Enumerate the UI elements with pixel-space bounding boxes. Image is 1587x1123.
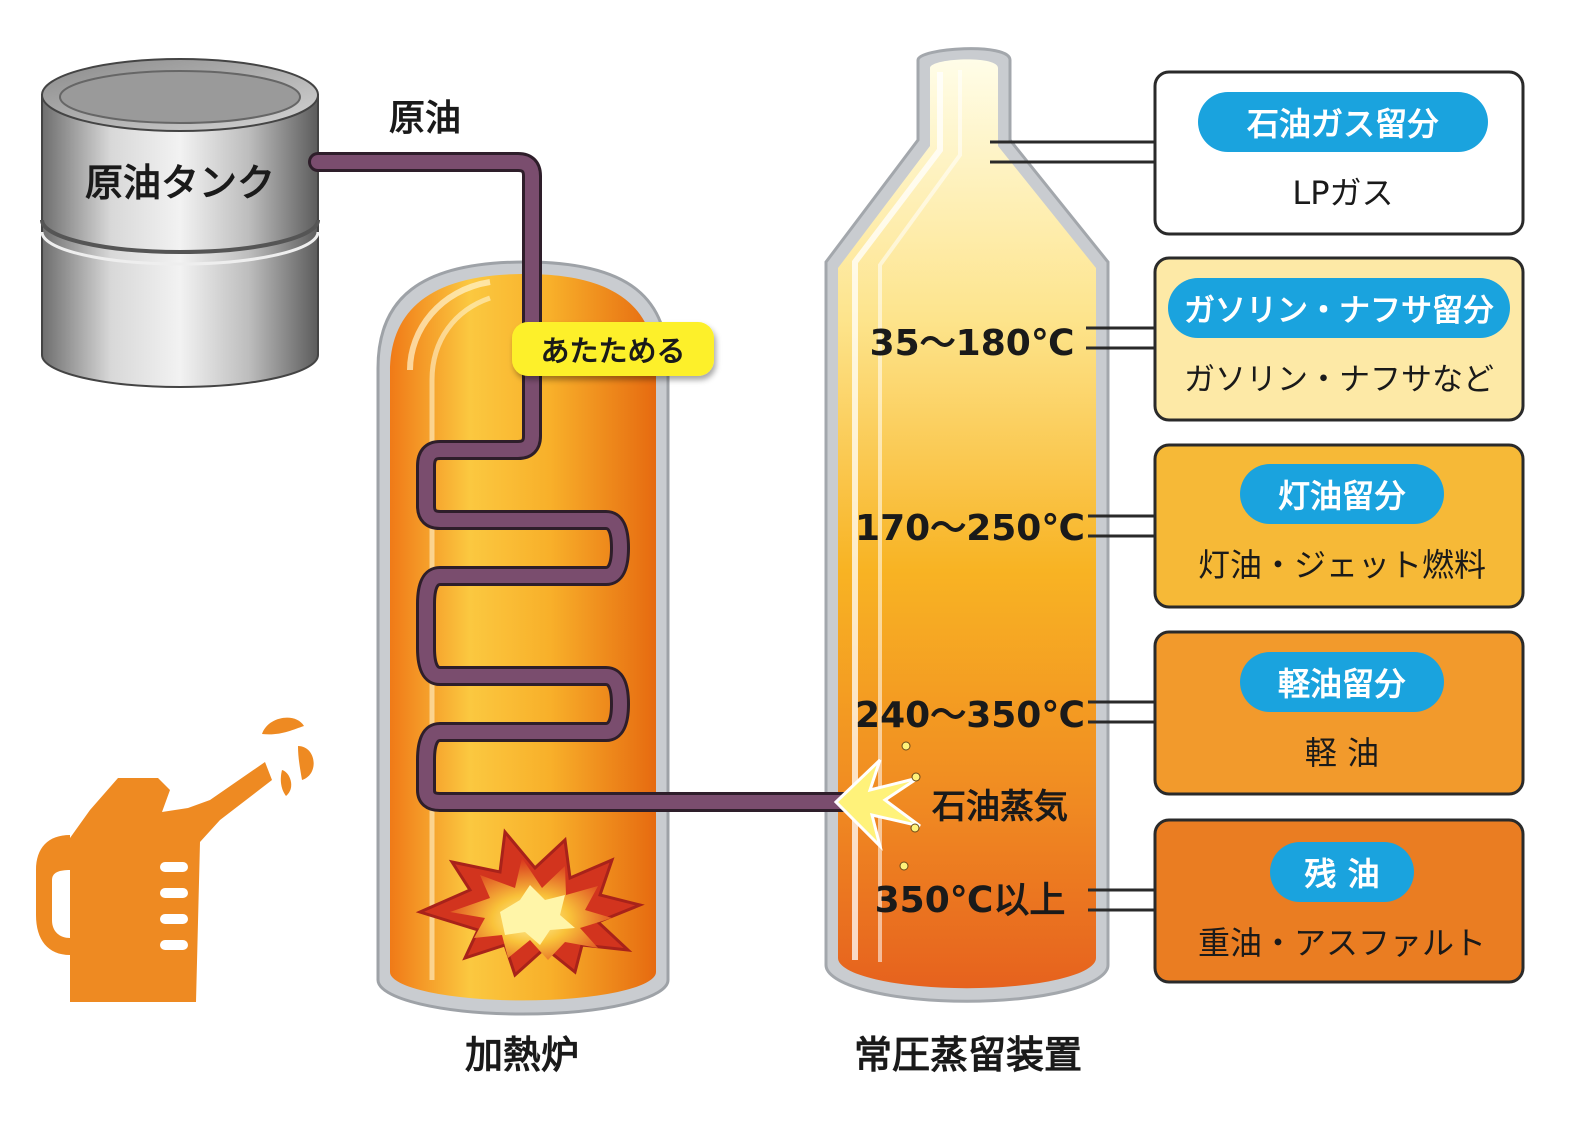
furnace-label: 加熱炉 — [465, 1033, 579, 1077]
connector-lines — [990, 140, 1155, 912]
flame-icon — [415, 828, 645, 978]
fraction-name: 灯油留分 — [1278, 477, 1406, 515]
heat-label: あたためる — [540, 334, 685, 368]
pipe-label: 原油 — [389, 98, 461, 139]
crude-oil-tank — [40, 58, 320, 388]
tank-label: 原油タンク — [85, 161, 275, 205]
fraction-name: ガソリン・ナフサ留分 — [1184, 293, 1494, 329]
fraction-name: 残 油 — [1304, 855, 1379, 893]
fraction-box: 残 油 重油・アスファルト — [1153, 818, 1525, 984]
temp-label: 170〜250℃ — [855, 508, 1085, 549]
column-label: 常圧蒸留装置 — [854, 1033, 1082, 1077]
oil-can-icon — [36, 717, 314, 1002]
temp-label: 350℃以上 — [875, 880, 1066, 921]
fraction-products: 重油・アスファルト — [1198, 924, 1486, 962]
fraction-products: 灯油・ジェット燃料 — [1198, 546, 1486, 584]
fraction-box: 灯油留分 灯油・ジェット燃料 — [1153, 443, 1525, 609]
fraction-box: 軽油留分 軽 油 — [1153, 630, 1525, 796]
temp-label: 35〜180℃ — [870, 323, 1075, 364]
crude-oil-pipe — [308, 152, 860, 812]
temp-label: 240〜350℃ — [855, 695, 1085, 736]
fraction-products: 軽 油 — [1305, 734, 1379, 772]
heat-label-pill — [512, 322, 714, 376]
fraction-products: LPガス — [1292, 174, 1393, 212]
fraction-products: ガソリン・ナフサなど — [1184, 362, 1494, 398]
fraction-name: 軽油留分 — [1278, 665, 1406, 703]
vapor-label: 石油蒸気 — [931, 787, 1068, 827]
fraction-name: 石油ガス留分 — [1246, 105, 1439, 143]
distillation-column — [824, 47, 1110, 1003]
fraction-box: 石油ガス留分 LPガス — [1153, 70, 1525, 236]
fraction-box: ガソリン・ナフサ留分 ガソリン・ナフサなど — [1153, 256, 1525, 422]
vapor-burst-icon — [833, 741, 921, 871]
